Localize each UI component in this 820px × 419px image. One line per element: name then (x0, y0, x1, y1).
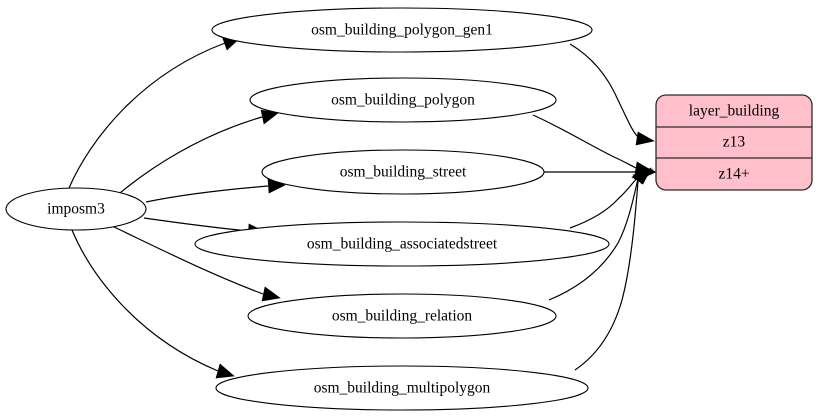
edge-imposm3-to-multipolygon (71, 229, 235, 379)
node-imposm3[interactable]: imposm3 (5, 187, 147, 231)
node-osm-building-multipolygon[interactable]: osm_building_multipolygon (215, 365, 589, 411)
osm-building-relation-ellipse[interactable] (247, 293, 557, 339)
osm-building-street-ellipse[interactable] (261, 149, 545, 195)
osm-building-polygon-label: osm_building_polygon (331, 92, 475, 109)
imposm3-ellipse[interactable] (5, 187, 147, 231)
osm-building-polygon-gen1-label: osm_building_polygon_gen1 (311, 22, 493, 39)
edge-imposm3-to-street (145, 178, 286, 203)
layer-building-box[interactable] (655, 94, 813, 191)
edge-multipolygon-to-layer-z14plus (574, 167, 652, 371)
edge-imposm3-to-relation (111, 225, 281, 302)
osm-building-relation-label: osm_building_relation (332, 308, 473, 325)
osm-building-polygon-ellipse[interactable] (249, 77, 557, 123)
layer-building-z14plus: z14+ (718, 166, 749, 183)
layer-building-title: layer_building (689, 103, 780, 120)
node-osm-building-associatedstreet[interactable]: osm_building_associatedstreet (194, 221, 610, 267)
node-osm-building-street[interactable]: osm_building_street (261, 149, 545, 195)
osm-building-associatedstreet-label: osm_building_associatedstreet (307, 236, 498, 253)
edge-polygon-gen1-to-layer-z13 (569, 43, 655, 146)
layer-building-z13: z13 (723, 134, 746, 151)
osm-building-multipolygon-ellipse[interactable] (215, 365, 589, 411)
osm-building-multipolygon-label: osm_building_multipolygon (314, 380, 491, 397)
osm-building-street-label: osm_building_street (340, 164, 467, 181)
osm-building-associatedstreet-ellipse[interactable] (194, 221, 610, 267)
node-layer-building[interactable]: layer_building z13 z14+ (655, 94, 813, 191)
edge-imposm3-to-polygon (119, 109, 279, 194)
imposm3-label: imposm3 (47, 201, 105, 218)
edge-imposm3-to-polygon-gen1 (68, 35, 241, 189)
node-osm-building-polygon-gen1[interactable]: osm_building_polygon_gen1 (211, 7, 593, 53)
node-osm-building-relation[interactable]: osm_building_relation (247, 293, 557, 339)
node-osm-building-polygon[interactable]: osm_building_polygon (249, 77, 557, 123)
osm-building-polygon-gen1-ellipse[interactable] (211, 7, 593, 53)
